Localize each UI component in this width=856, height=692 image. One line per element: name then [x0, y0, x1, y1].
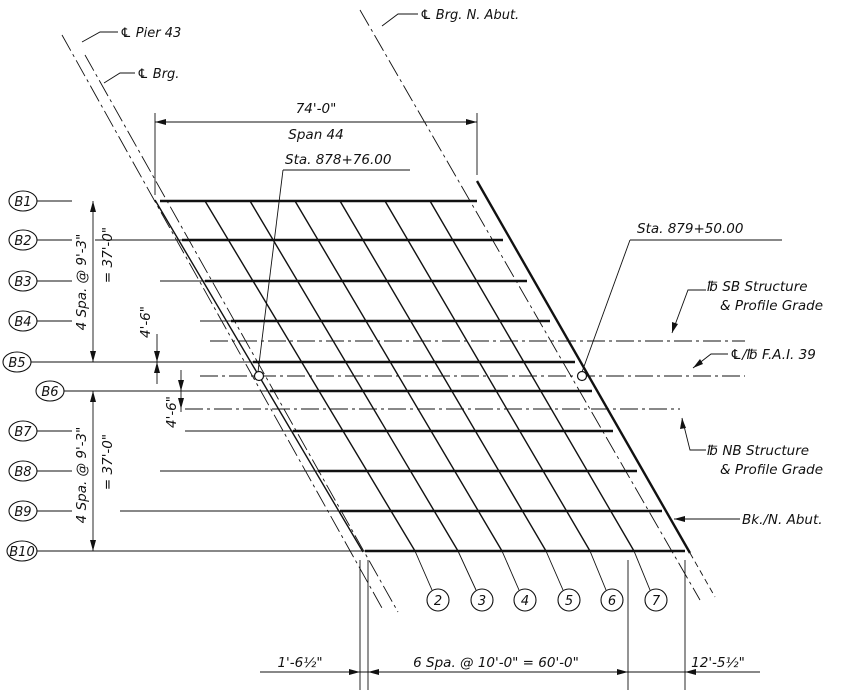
svg-text:B2: B2 [14, 234, 31, 249]
sb-label-1: ℔ SB Structure [707, 279, 808, 295]
spa-bot-label-2: = 37'-0" [100, 434, 116, 490]
diaphragm-line-6 [384, 200, 591, 552]
brg-abut-leader [381, 13, 418, 27]
brg-abut-label: ℄ Brg. N. Abut. [420, 8, 519, 23]
d5-leader [545, 550, 564, 591]
d2-leader [414, 550, 433, 591]
abutment-bearing-centerline [359, 9, 701, 601]
svg-text:2: 2 [434, 594, 442, 609]
span-arrow-left [155, 119, 166, 125]
nb-leader [681, 417, 706, 451]
off-bot-label: 4'-6" [164, 396, 180, 428]
beam-bubble-b9: B9 [8, 500, 72, 522]
beam-bubble-b2: B2 [8, 229, 72, 251]
off-bot-arrow-2 [178, 398, 184, 409]
svg-text:B9: B9 [14, 505, 31, 520]
brg-label: ℄ Brg. [137, 67, 179, 82]
fai-label: ℄/℔ F.A.I. 39 [730, 347, 816, 363]
dim-left-label: 1'-6½" [277, 655, 322, 671]
bot-arrow-3 [617, 669, 628, 675]
nb-leader-arrow [680, 418, 686, 429]
off-top-arrow-2 [154, 362, 160, 373]
svg-text:B4: B4 [14, 315, 31, 330]
work-point-2 [576, 370, 588, 382]
sb-label-2: & Profile Grade [720, 298, 823, 314]
diaphragm-bubbles: 2 3 4 5 6 7 [426, 588, 668, 612]
span-length: 74'-0" [296, 101, 337, 117]
diaphragm-bubble-2: 2 [426, 588, 450, 612]
beam-bubble-b7: B7 [8, 420, 72, 442]
bot-arrow-4 [685, 669, 696, 675]
beam-bubbles: B1 B2 B3 B4 B5 B6 B7 [2, 190, 365, 562]
d6-leader [589, 550, 607, 591]
span-arrow-right [466, 119, 477, 125]
sb-leader [671, 289, 706, 334]
svg-text:6: 6 [608, 594, 616, 609]
diaphragm-bubble-4: 4 [513, 588, 537, 612]
beam-bubble-b8: B8 [8, 460, 72, 482]
bearing-centerline [84, 54, 399, 613]
svg-text:B3: B3 [14, 275, 31, 290]
pier-centerline [61, 34, 383, 609]
station-leader-1 [257, 169, 284, 373]
beam-bubble-b10: B10 [6, 540, 365, 562]
brg-leader [103, 72, 135, 84]
bot-arrow-2 [368, 669, 379, 675]
beam-lines [160, 199, 685, 553]
svg-text:B5: B5 [8, 356, 25, 371]
beam-bubble-b6: B6 [35, 380, 270, 402]
spa-bot-label: 4 Spa. @ 9'-3" [74, 427, 90, 524]
d4-leader [501, 550, 520, 591]
abutment-back-line-extension [689, 552, 716, 598]
span-name: Span 44 [288, 127, 343, 143]
station-label-1: Sta. 878+76.00 [285, 152, 391, 168]
bot-arrow-1 [349, 669, 360, 675]
off-bot-arrow [178, 380, 184, 391]
svg-text:B7: B7 [14, 425, 32, 440]
svg-text:B10: B10 [9, 545, 34, 560]
spa-top-arrow-2 [90, 351, 96, 362]
work-point-1 [253, 370, 265, 382]
beam-bubble-b3: B3 [8, 270, 72, 292]
spa-bot-arrow-1 [90, 391, 96, 402]
sb-leader-arrow [672, 322, 678, 333]
svg-text:4: 4 [521, 594, 529, 609]
spa-top-arrow-1 [90, 201, 96, 212]
diaphragm-bubble-7: 7 [644, 588, 668, 612]
svg-text:5: 5 [565, 594, 573, 609]
nb-label-1: ℔ NB Structure [707, 443, 809, 459]
station-label-2: Sta. 879+50.00 [637, 221, 743, 237]
diaphragm-bubble-6: 6 [600, 588, 624, 612]
station-leader-2 [581, 239, 631, 373]
abut-leader-arrow [674, 516, 685, 522]
svg-text:B8: B8 [14, 465, 31, 480]
off-top-label: 4'-6" [138, 306, 154, 338]
svg-text:B1: B1 [14, 195, 31, 210]
beam-bubble-b4: B4 [8, 310, 72, 332]
beam-bubble-b5: B5 [2, 351, 253, 373]
nb-label-2: & Profile Grade [720, 462, 823, 478]
fai-leader-arrow [693, 359, 703, 368]
svg-text:B6: B6 [41, 385, 58, 400]
spa-top-label: 4 Spa. @ 9'-3" [74, 234, 90, 331]
d7-leader [633, 550, 651, 591]
spa-bot-arrow-2 [90, 540, 96, 551]
spa-top-label-2: = 37'-0" [100, 227, 116, 283]
svg-text:3: 3 [478, 594, 486, 609]
off-top-arrow [154, 351, 160, 362]
svg-text:7: 7 [652, 594, 661, 609]
pier-label: ℄ Pier 43 [120, 26, 181, 41]
d3-leader [457, 550, 477, 591]
pier-leader [81, 31, 118, 43]
beam-bubble-b1: B1 [8, 190, 72, 212]
dim-mid-label: 6 Spa. @ 10'-0" = 60'-0" [413, 655, 579, 671]
diaphragm-bubble-5: 5 [557, 588, 581, 612]
diaphragm-bubble-3: 3 [470, 588, 494, 612]
abut-label: Bk./N. Abut. [742, 512, 823, 528]
dim-right-label: 12'-5½" [691, 655, 745, 671]
